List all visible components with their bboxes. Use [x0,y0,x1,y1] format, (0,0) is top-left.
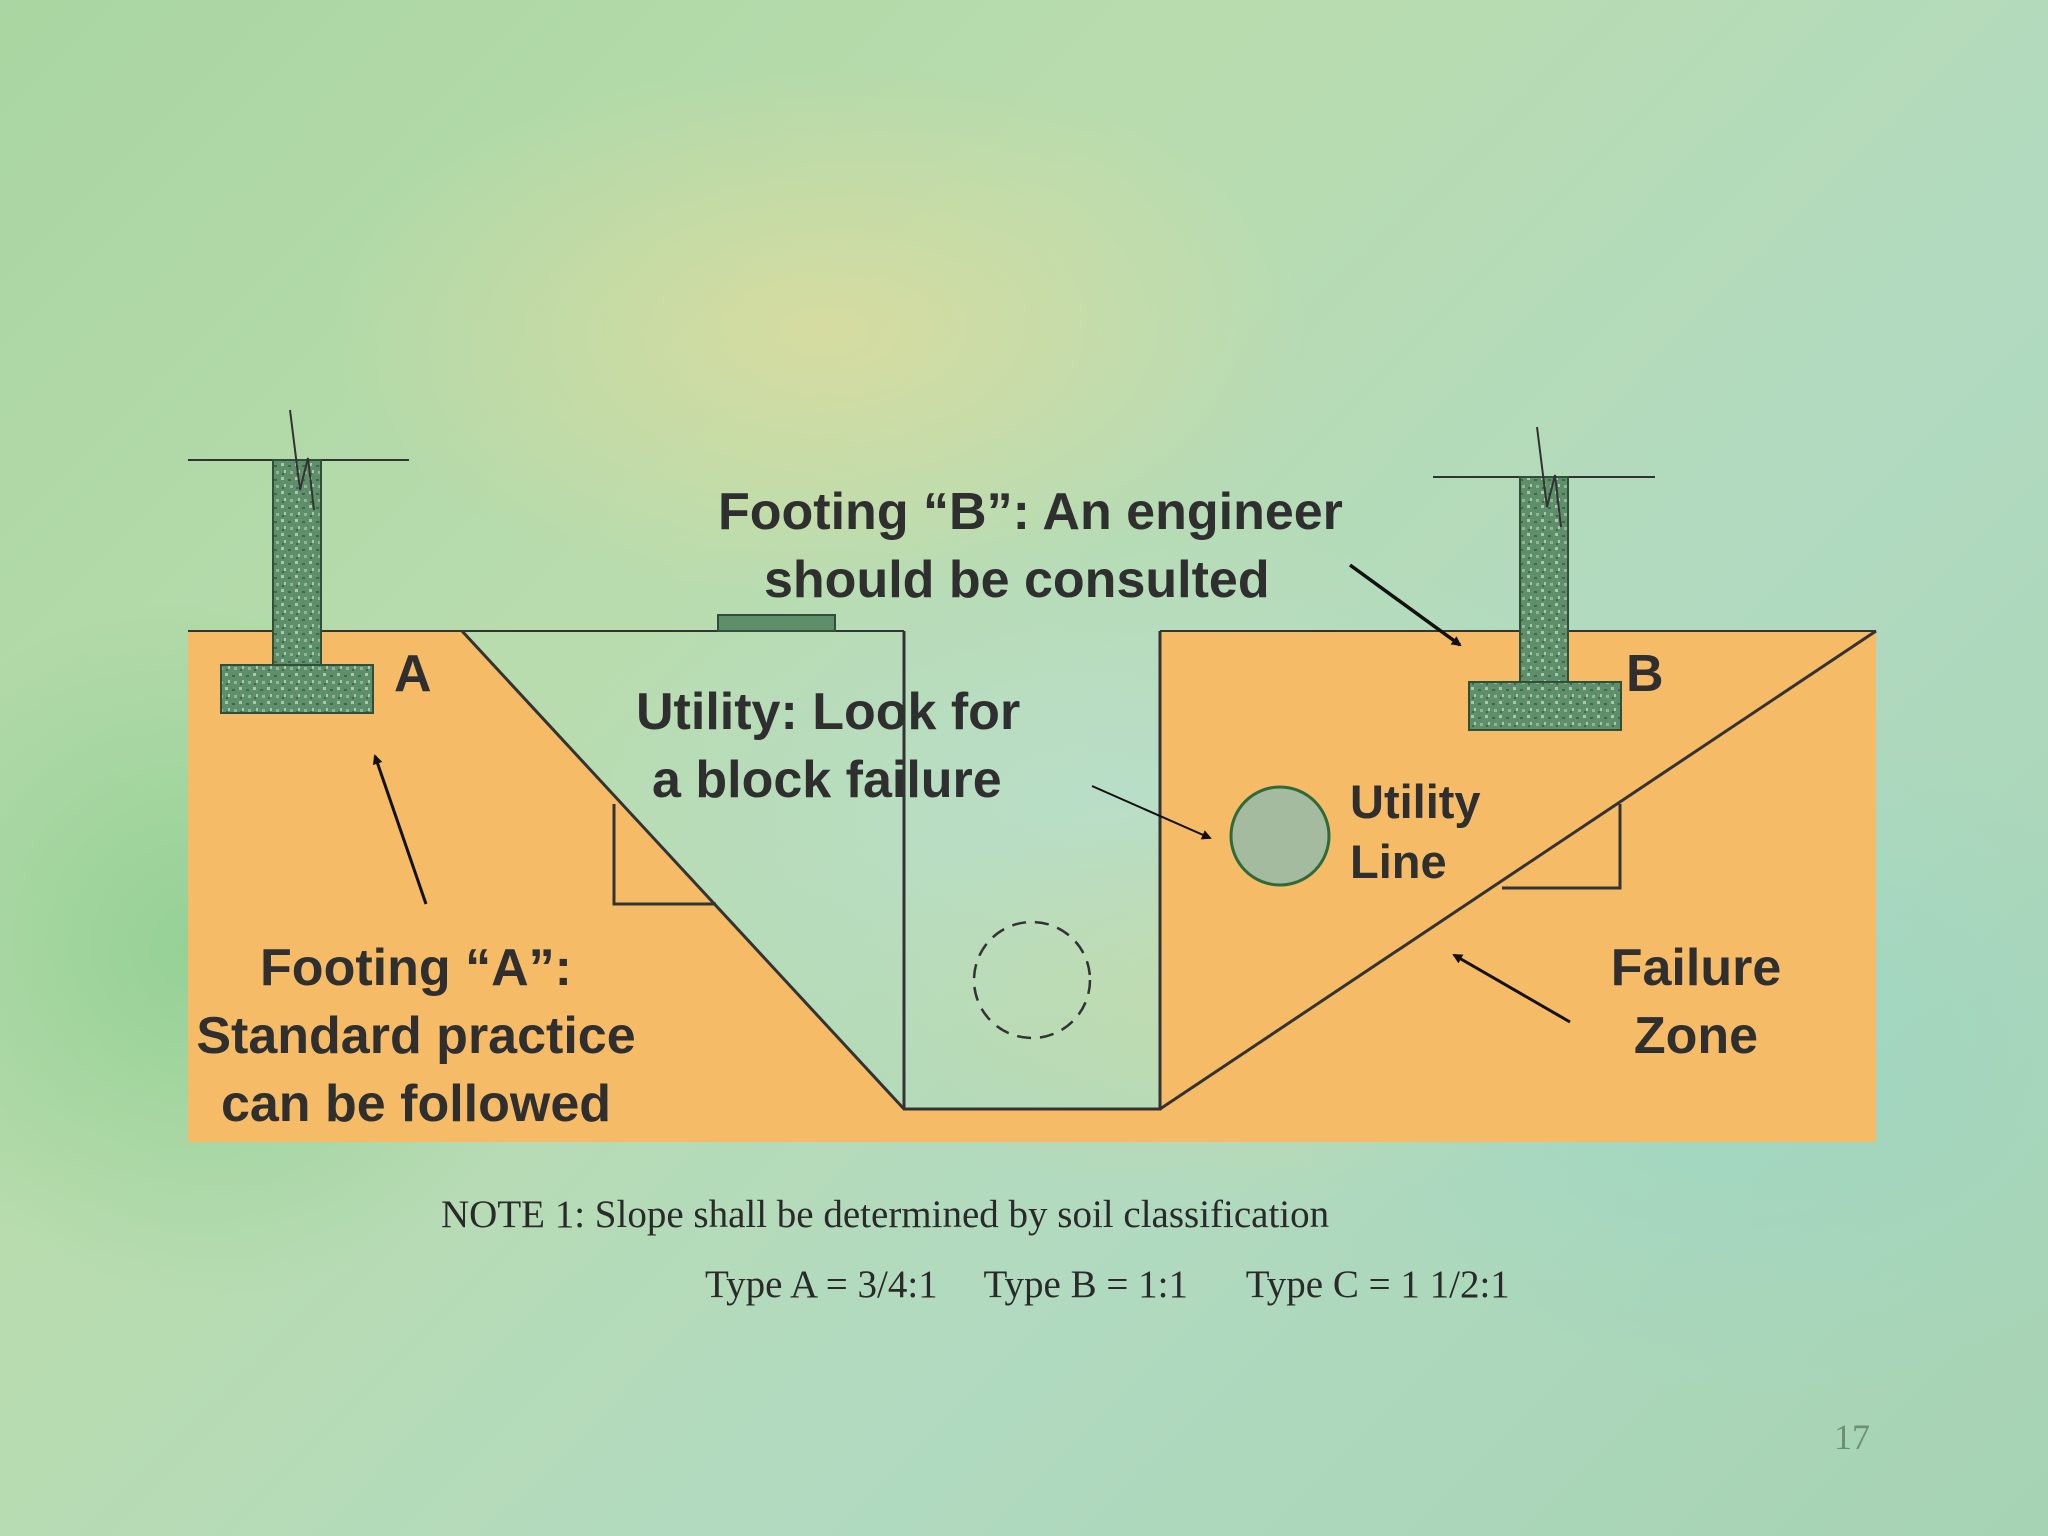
slope-ratio-triangle-left [612,804,716,906]
trench-outline [460,629,1162,1111]
footing-a [220,664,374,714]
footing-a-callout-line3: can be followed [220,1075,612,1133]
soil-type-ratios: Type A = 3/4:1 Type B = 1:1 Type C = 1 1… [705,1262,1510,1307]
footing-a-callout-line2: Standard practice [196,1007,636,1065]
type-c-ratio: Type C = 1 1/2:1 [1245,1263,1510,1306]
surface-utility-plate [717,614,836,632]
wall-a [272,459,322,666]
displaced-utility-pipe-dashed [972,920,1092,1040]
footing-b-callout-line1: Footing “B”: An engineer [718,483,1343,541]
footing-b-callout: Footing “B”: An engineer should be consu… [718,478,1343,614]
label-a: A [394,645,432,703]
page-number: 17 [1834,1417,1870,1457]
type-a-ratio: Type A = 3/4:1 [705,1263,938,1306]
utility-callout-line2: a block failure [652,751,1002,809]
arrow-utility [1091,785,1212,840]
wall-b [1519,476,1569,683]
footing-a-callout: Footing “A”: Standard practice can be fo… [160,934,672,1138]
footing-b-callout-line2: should be consulted [764,551,1270,609]
type-b-ratio: Type B = 1:1 [983,1263,1188,1306]
arrow-footing-b [1348,563,1462,647]
arrow-failure-zone [1452,953,1571,1024]
footing-b [1468,681,1622,731]
label-b: B [1626,645,1664,703]
failure-zone-label-line1: Failure [1610,939,1782,997]
wall-b-break-symbol [1536,426,1562,528]
utility-line-label: Utility Line [1350,772,1481,892]
slope-ratio-triangle-right [1502,804,1622,890]
note-1: NOTE 1: Slope shall be determined by soi… [441,1193,1330,1236]
utility-line-pipe [1229,785,1331,887]
arrow-footing-a [372,754,428,905]
utility-line-label-line2: Line [1350,835,1447,888]
wall-a-break-symbol [289,409,315,511]
failure-zone-slope-line [1159,629,1877,1111]
utility-callout-line1: Utility: Look for [636,683,1021,741]
failure-zone-label: Failure Zone [1586,934,1806,1070]
utility-line-label-line1: Utility [1350,775,1481,828]
soil-with-trench [188,631,1876,1142]
failure-zone-label-line2: Zone [1633,1007,1759,1065]
footing-a-callout-line1: Footing “A”: [260,939,572,997]
utility-callout: Utility: Look for a block failure [636,678,1020,814]
